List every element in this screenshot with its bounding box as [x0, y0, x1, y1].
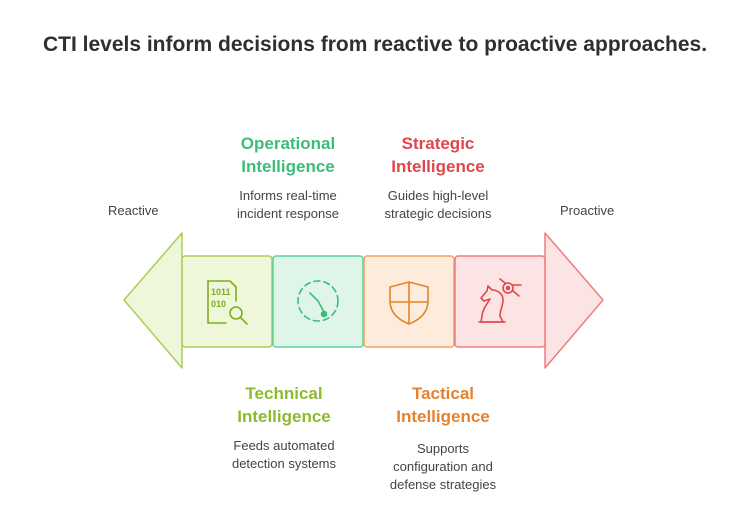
svg-text:1011: 1011	[211, 287, 231, 297]
strategic-description: Guides high-level strategic decisions	[358, 187, 518, 223]
tactical-heading: Tactical Intelligence	[363, 382, 523, 428]
tactical-desc-line1: Supports	[416, 441, 470, 456]
operational-desc-line1: Informs real-time	[239, 188, 337, 203]
data-search-icon: 1011 010	[207, 280, 248, 325]
shield-icon	[389, 281, 429, 325]
tactical-description: Supports configuration and defense strat…	[363, 440, 523, 494]
technical-heading-line2: Intelligence	[237, 407, 331, 426]
tactical-heading-line2: Intelligence	[396, 407, 490, 426]
technical-heading-line1: Technical	[245, 384, 323, 403]
chess-knight-icon	[478, 278, 522, 323]
strategic-heading-line1: Strategic	[401, 134, 475, 153]
strategic-heading-line2: Intelligence	[391, 157, 485, 176]
technical-desc-line2: detection systems	[231, 456, 337, 471]
clock-dashed-icon	[297, 280, 339, 322]
operational-heading-line2: Intelligence	[241, 157, 335, 176]
operational-heading-line1: Operational	[240, 134, 336, 153]
technical-description: Feeds automated detection systems	[204, 437, 364, 473]
strategic-heading: Strategic Intelligence	[358, 132, 518, 178]
operational-heading: Operational Intelligence	[208, 132, 368, 178]
strategic-segment	[454, 255, 546, 348]
svg-text:010: 010	[211, 299, 226, 309]
proactive-label: Proactive	[560, 203, 615, 218]
operational-description: Informs real-time incident response	[208, 187, 368, 223]
reactive-arrowhead	[123, 232, 183, 369]
page-title: CTI levels inform decisions from reactiv…	[42, 33, 708, 56]
technical-heading: Technical Intelligence	[204, 382, 364, 428]
technical-desc-line1: Feeds automated	[233, 438, 335, 453]
technical-segment	[181, 255, 273, 348]
strategic-desc-line1: Guides high-level	[387, 188, 489, 203]
operational-desc-line2: incident response	[237, 206, 339, 221]
strategic-desc-line2: strategic decisions	[384, 206, 492, 221]
tactical-desc-line2: configuration and	[393, 459, 493, 474]
proactive-arrowhead	[544, 232, 604, 369]
tactical-heading-line1: Tactical	[411, 384, 475, 403]
reactive-label: Reactive	[108, 203, 159, 218]
tactical-desc-line3: defense strategies	[389, 477, 497, 492]
